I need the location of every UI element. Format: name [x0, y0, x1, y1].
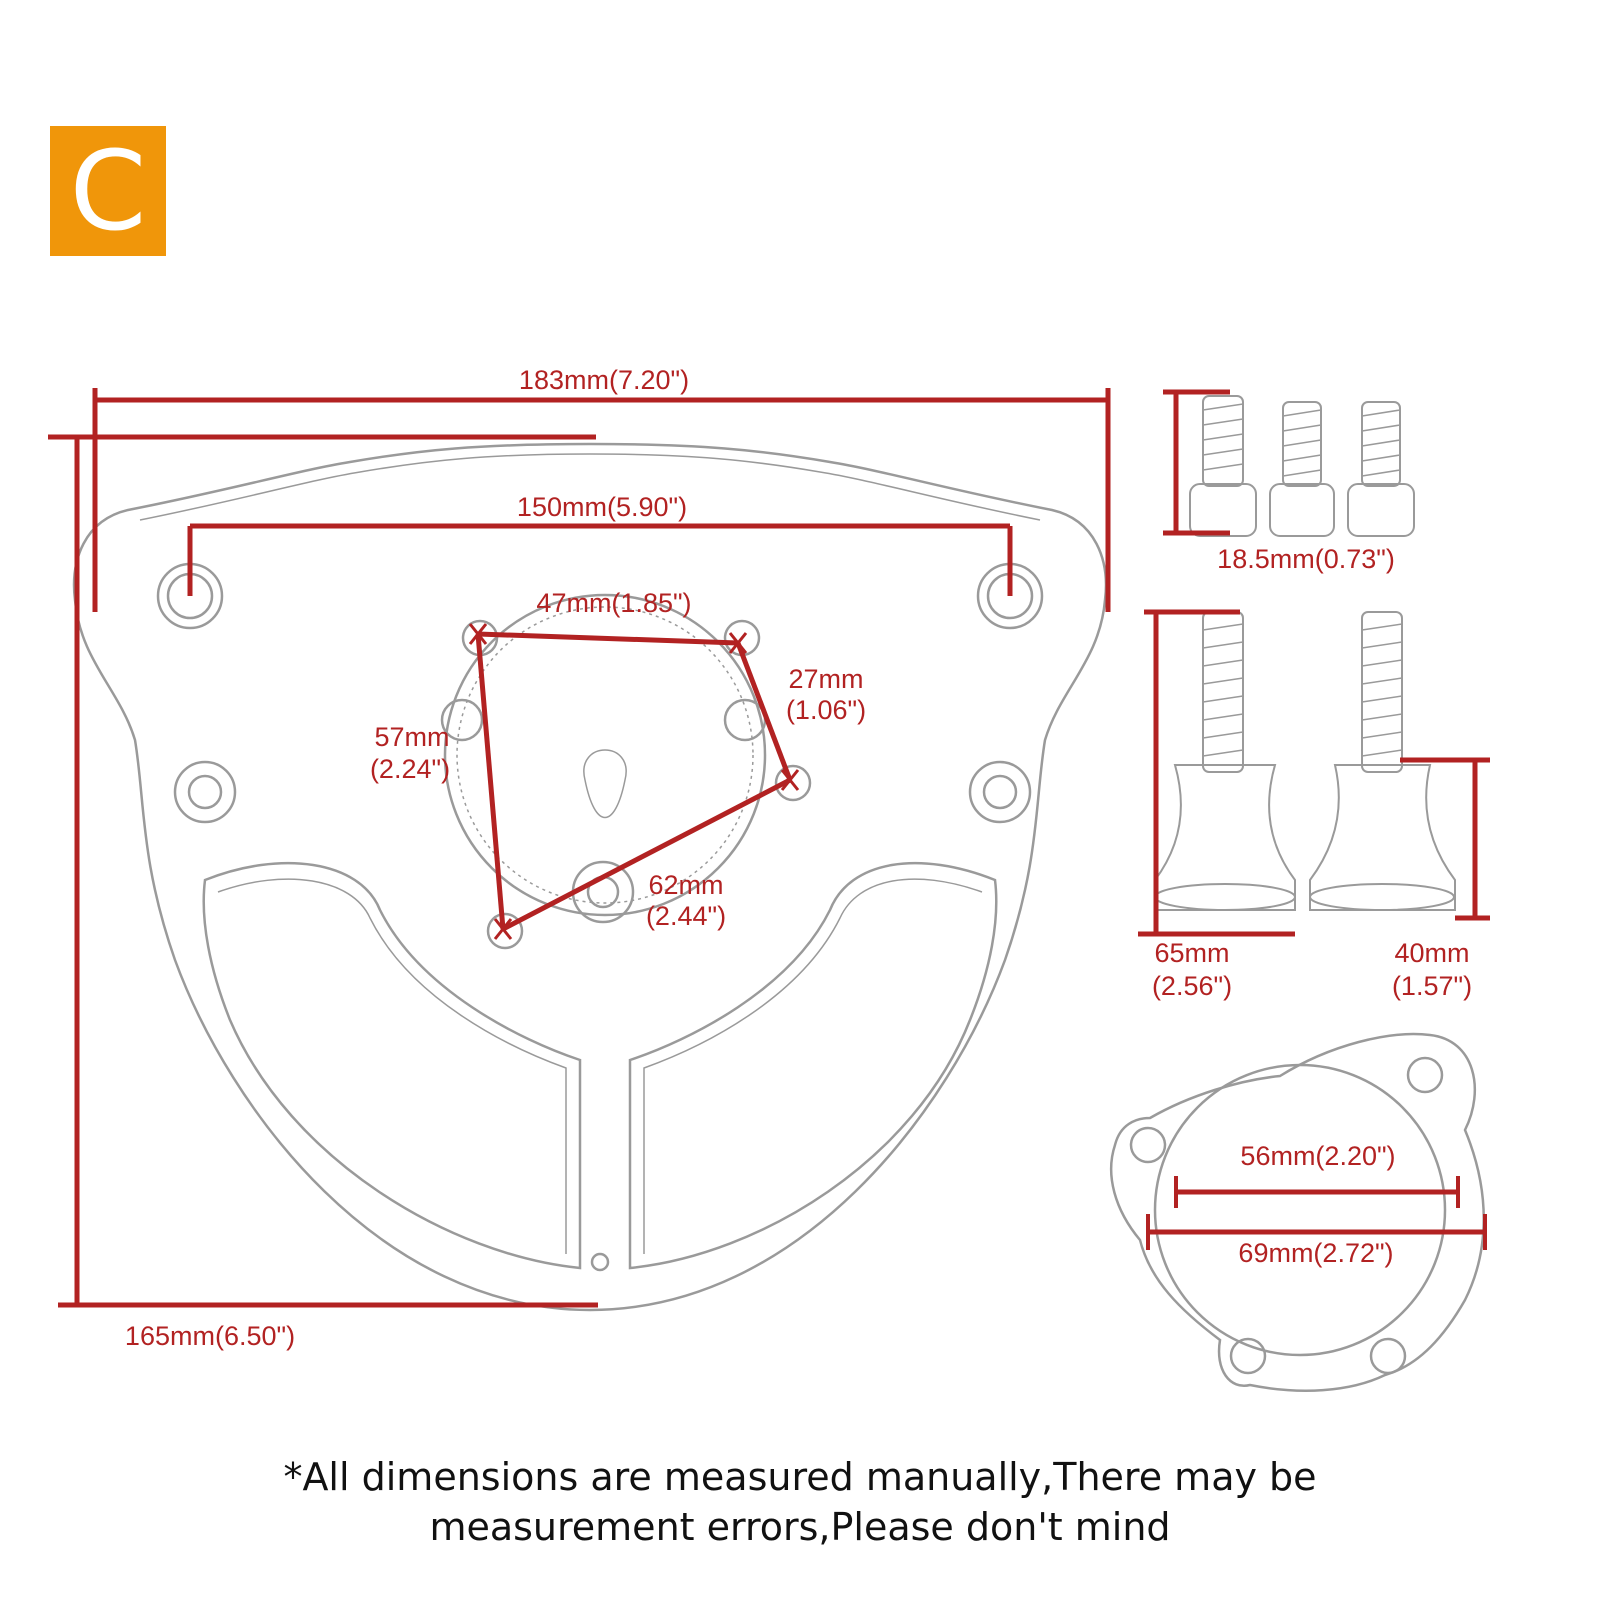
measurement-note-line-1: *All dimensions are measured manually,Th… [283, 1455, 1317, 1499]
label-short-bolt: 18.5mm(0.73") [1217, 544, 1395, 574]
label-plate-width: 183mm(7.20") [519, 365, 689, 395]
label-inner-diag-in: (2.44") [646, 901, 726, 931]
label-long-bolt-mm: 65mm [1154, 938, 1229, 968]
spacer-icon [1154, 764, 1456, 911]
label-inner-right-mm: 27mm [788, 664, 863, 694]
category-badge: C [50, 126, 166, 256]
label-inner-right-in: (1.06") [786, 695, 866, 725]
label-inner-left-in: (2.24") [370, 754, 450, 784]
label-inner-diag-mm: 62mm [648, 870, 723, 900]
backing-plate-icon [72, 442, 1108, 1312]
short-bolt-icon [1189, 395, 1415, 537]
gasket-icon [1109, 1032, 1485, 1392]
dimension-lines [48, 388, 1490, 1308]
label-mount-hole-spacing: 150mm(5.90") [517, 492, 687, 522]
label-plate-height: 165mm(6.50") [125, 1321, 295, 1351]
long-bolt-icon [1202, 611, 1403, 773]
label-gasket-outer: 69mm(2.72") [1238, 1238, 1393, 1268]
label-inner-top: 47mm(1.85") [536, 588, 691, 618]
measurement-note: *All dimensions are measured manually,Th… [0, 1452, 1600, 1552]
label-gasket-inner: 56mm(2.20") [1240, 1141, 1395, 1171]
measurement-note-line-2: measurement errors,Please don't mind [429, 1505, 1171, 1549]
label-spacer-in: (1.57") [1392, 971, 1472, 1001]
category-badge-letter: C [69, 127, 147, 255]
label-long-bolt-in: (2.56") [1152, 971, 1232, 1001]
label-inner-left-mm: 57mm [374, 722, 449, 752]
label-spacer-mm: 40mm [1394, 938, 1469, 968]
